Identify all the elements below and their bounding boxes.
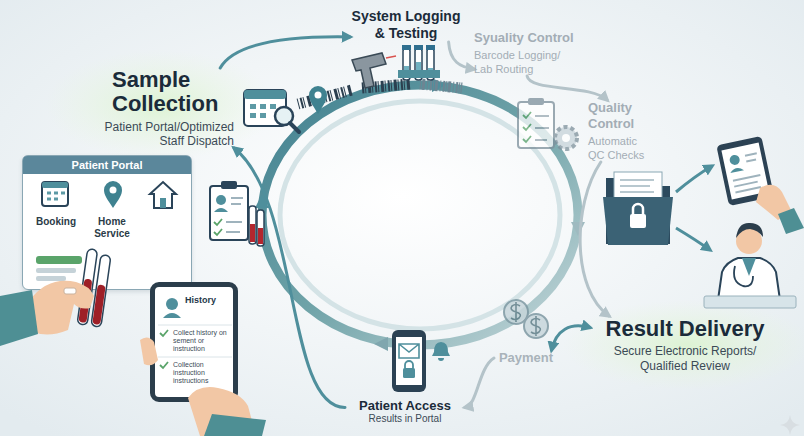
stage-title: Syuality Control xyxy=(474,30,592,46)
stage-title: Patient Access xyxy=(345,398,465,413)
cycle-arrow xyxy=(465,358,494,407)
test-tube-rack xyxy=(398,45,440,80)
inner-ring xyxy=(280,101,560,329)
stage-title: Payment xyxy=(494,350,558,366)
qc-clipboard-icon xyxy=(518,98,577,149)
stage-title: Sample Collection xyxy=(62,68,234,116)
stage-label: Quality ControlAutomatic QC Checks xyxy=(588,100,652,162)
history-tablet: HistoryCollect history on sement or inst… xyxy=(150,282,238,402)
tablet-note: Collection instruction instructions xyxy=(173,361,233,385)
stage-title: Quality Control xyxy=(588,100,652,132)
location-pin xyxy=(309,86,327,114)
cycle-arrow xyxy=(449,42,474,69)
patient-tablet xyxy=(716,136,804,234)
highlight-glow xyxy=(563,300,804,390)
history-clipboard xyxy=(210,181,264,246)
calendar-search-icon xyxy=(244,90,299,132)
stage-subtitle: Secure Electronic Reports/ Qualified Rev… xyxy=(600,344,770,374)
delivery-arrow xyxy=(676,166,712,192)
doctor-reviewer xyxy=(704,223,796,308)
portal-phone xyxy=(392,330,450,392)
icon-label: Booking xyxy=(33,216,79,228)
portal-window: Patient PortalBooking Home Service xyxy=(22,155,192,290)
ring-arrowheads xyxy=(255,78,585,351)
payment-coins xyxy=(504,300,548,338)
stage-title: System Logging & Testing xyxy=(350,8,462,42)
barcode-strips xyxy=(298,84,462,104)
secure-folder xyxy=(603,172,673,245)
stage-label: Result DeliverySecure Electronic Reports… xyxy=(590,316,780,374)
stage-label: Patient AccessResults in Portal xyxy=(345,398,465,425)
cycle-arrow xyxy=(220,37,350,68)
stage-subtitle: Automatic QC Checks xyxy=(588,134,650,162)
tablet-note: Collect history on sement or instruction xyxy=(173,329,233,353)
stage-label: System Logging & Testing xyxy=(350,8,462,42)
delivery-arrow xyxy=(676,228,710,250)
icon-label: Home Service xyxy=(87,216,137,240)
stage-label: Sample CollectionPatient Portal/Optimize… xyxy=(62,68,234,148)
cycle-arrow xyxy=(234,148,345,407)
stage-title: Result Delivery xyxy=(590,316,780,342)
stage-subtitle: Barcode Logging/ Lab Routing xyxy=(474,48,566,76)
cycle-arrow xyxy=(527,76,607,100)
window-title: Patient Portal xyxy=(23,156,191,174)
portal-option: Booking xyxy=(33,216,79,228)
highlight-glow xyxy=(45,50,275,160)
stage-subtitle: Patient Portal/Optimized Staff Dispatch xyxy=(84,120,234,148)
cycle-arrow xyxy=(580,162,609,316)
tablet-heading: History xyxy=(185,295,216,306)
barcode-scanner xyxy=(352,53,396,88)
sparkle-mark xyxy=(780,415,800,435)
stage-label: Syuality ControlBarcode Logging/ Lab Rou… xyxy=(474,30,592,76)
cycle-ring xyxy=(262,85,578,345)
cycle-arrow xyxy=(552,326,590,350)
stage-label: Payment xyxy=(494,350,558,366)
portal-option: Home Service xyxy=(87,216,137,240)
stage-subtitle: Results in Portal xyxy=(345,413,465,425)
